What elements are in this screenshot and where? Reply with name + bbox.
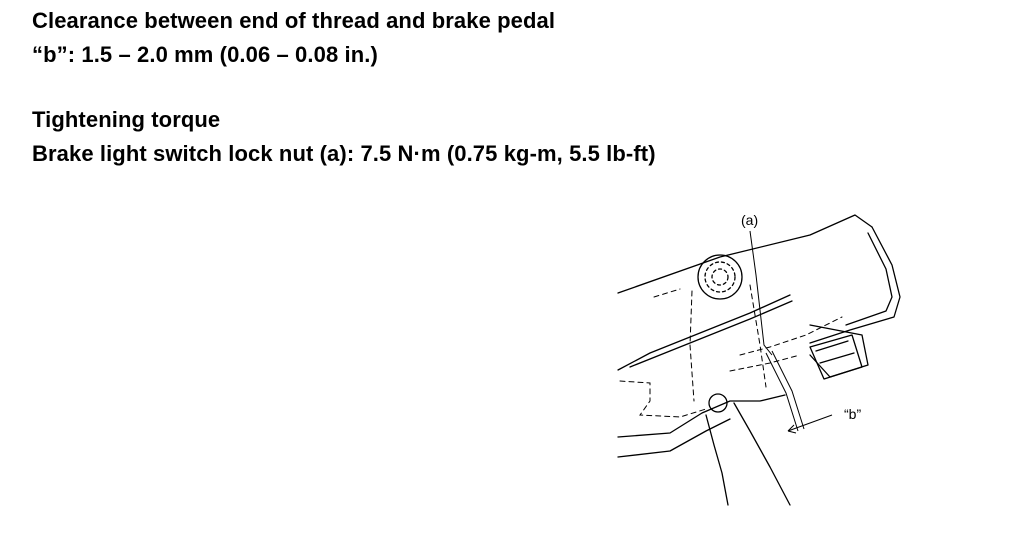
hidden-line-pedal-left <box>689 290 695 402</box>
clearance-heading: Clearance between end of thread and brak… <box>32 8 556 33</box>
pivot-bolt <box>708 393 728 413</box>
hidden-line-lower <box>619 380 707 418</box>
brake-light-switch-diagram: (a) “b” <box>610 205 910 515</box>
leader-a <box>749 230 773 356</box>
pedal-plate-bottom <box>617 418 731 458</box>
torque-value: Brake light switch lock nut (a): 7.5 N·m… <box>32 141 656 166</box>
pedal-stalk-right <box>733 402 791 506</box>
bracket-right-edge <box>809 226 901 344</box>
pedal-stalk-left <box>705 414 729 506</box>
hidden-line-pedal-mid <box>749 284 767 388</box>
bracket-top-edge <box>617 214 873 294</box>
clearance-value: “b”: 1.5 – 2.0 mm (0.06 – 0.08 in.) <box>32 42 378 67</box>
switch-bracket <box>809 324 869 378</box>
pedal-plate-top <box>617 394 786 438</box>
return-spring-coil <box>697 254 743 300</box>
label-b: “b” <box>844 406 861 422</box>
hidden-line-switch-bottom <box>729 354 801 372</box>
pedal-arm-lower <box>629 300 793 368</box>
torque-heading: Tightening torque <box>32 107 221 132</box>
dimension-b-line <box>787 414 833 432</box>
switch-thread <box>765 352 799 432</box>
pedal-arm-upper <box>617 294 791 371</box>
hidden-line-spring <box>653 288 681 298</box>
bracket-right-inner <box>845 232 893 326</box>
switch-body <box>809 334 863 380</box>
diagram-svg: (a) “b” <box>617 212 901 506</box>
hidden-line-switch-top <box>739 316 843 356</box>
label-a: (a) <box>741 212 758 228</box>
